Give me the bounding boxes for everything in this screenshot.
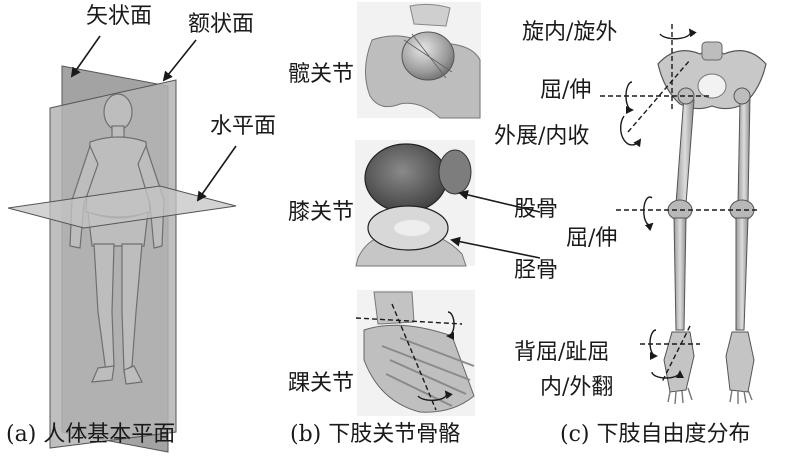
- horizontal-plane-label: 水平面: [210, 114, 277, 139]
- ankle-joint-image: [357, 290, 475, 416]
- horizontal-plane: [7, 185, 237, 229]
- ankle-joint-label: 踝关节: [288, 371, 355, 396]
- coronal-arrow: [162, 39, 197, 82]
- femur-label: 股骨: [514, 197, 559, 222]
- knee-flexion-label: 屈/伸: [566, 226, 618, 251]
- hip-rotation-icon: [659, 28, 697, 40]
- right-foot: [725, 331, 755, 393]
- ankle-flexion-icon: [649, 329, 658, 360]
- ankle-flexion-axis: [355, 317, 463, 325]
- panel-b-caption: (b) 下肢关节骨骼: [290, 422, 461, 447]
- ankle-flexion-rotation-icon: [446, 311, 455, 340]
- knee-flexion-icon: [643, 196, 654, 232]
- ankle-inversion-rotation-icon: [417, 390, 453, 402]
- panel-a-planes: [7, 35, 237, 453]
- hip-abduction-icon: [619, 115, 642, 148]
- panel-a-caption: (a) 人体基本平面: [6, 422, 176, 447]
- ankle-inversion-axis: [391, 303, 437, 411]
- right-femur: [737, 95, 751, 205]
- hip-joint-label: 髋关节: [288, 62, 355, 87]
- panel-c-skeleton: [600, 24, 767, 405]
- left-foot: [663, 331, 695, 393]
- hip-rotation-label: 旋内/旋外: [522, 20, 618, 45]
- hip-flexion-label: 屈/伸: [540, 78, 592, 103]
- right-tibia: [735, 217, 749, 331]
- coronal-plane-label: 额状面: [188, 12, 255, 37]
- hip-joint-image: [357, 2, 481, 119]
- horizontal-arrow: [196, 145, 237, 202]
- ankle-flexion-label: 背屈/趾屈: [514, 340, 610, 365]
- left-femur: [675, 95, 695, 205]
- panel-c-caption: (c) 下肢自由度分布: [560, 422, 751, 447]
- ankle-inversion-icon: [651, 370, 684, 379]
- knee-joint-image: [355, 140, 475, 267]
- tibia-leader: [450, 236, 541, 259]
- panel-b-joints: [355, 2, 541, 416]
- sagittal-arrow: [70, 35, 101, 78]
- ankle-inversion-axis-c: [661, 325, 691, 383]
- femur-leader: [458, 189, 541, 213]
- left-tibia: [673, 217, 687, 331]
- tibia-label: 胫骨: [514, 258, 559, 283]
- hip-flexion-icon: [625, 81, 634, 114]
- ankle-inversion-label: 内/外翻: [540, 375, 614, 400]
- knee-joint-label: 膝关节: [288, 200, 355, 225]
- sagittal-plane-label: 矢状面: [86, 4, 153, 29]
- right-knee: [729, 199, 755, 221]
- hip-abduction-label: 外展/内收: [494, 124, 590, 149]
